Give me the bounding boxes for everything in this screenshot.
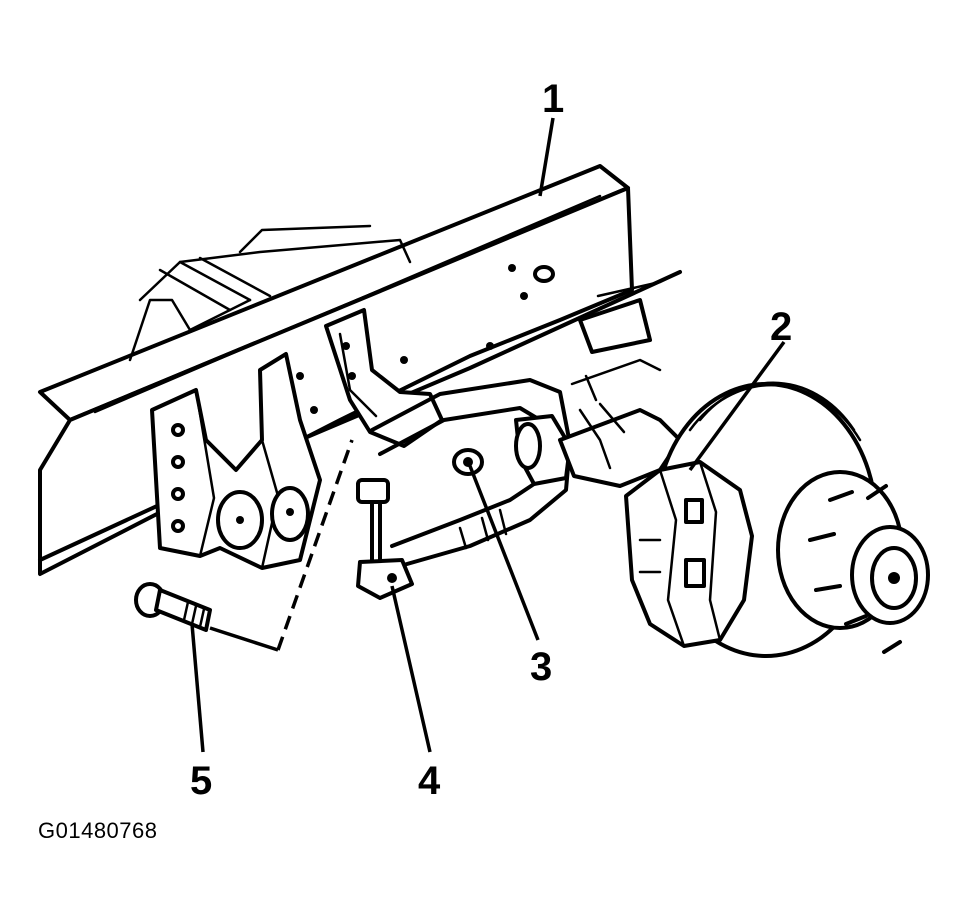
brake-caliper (624, 460, 754, 648)
leader-1 (538, 117, 555, 197)
callout-5: 5 (190, 759, 212, 803)
callout-4: 4 (418, 759, 441, 803)
bolt-path-dashed (276, 439, 354, 651)
callout-3: 3 (530, 645, 552, 689)
stabilizer-shaft (370, 378, 572, 568)
stabilizer-link (356, 478, 414, 600)
callout-1: 1 (542, 77, 564, 121)
leader-lines (190, 117, 786, 753)
leader-4 (390, 585, 432, 753)
brake-rotor-hub (654, 381, 930, 658)
leader-5 (190, 623, 205, 753)
stabilizer-frame-bracket (324, 308, 444, 448)
leader-2 (688, 340, 786, 472)
figure-id: G01480768 (38, 818, 158, 843)
stabilizer-nut (452, 448, 484, 476)
callouts: 1 2 3 4 5 (190, 77, 792, 803)
leader-5-branch (209, 626, 279, 652)
spring-hanger-bracket (150, 352, 322, 570)
front-axle (558, 358, 682, 488)
bolt (134, 582, 212, 632)
callout-2: 2 (770, 305, 792, 349)
cross-member (128, 224, 682, 362)
leader-3 (468, 465, 540, 641)
